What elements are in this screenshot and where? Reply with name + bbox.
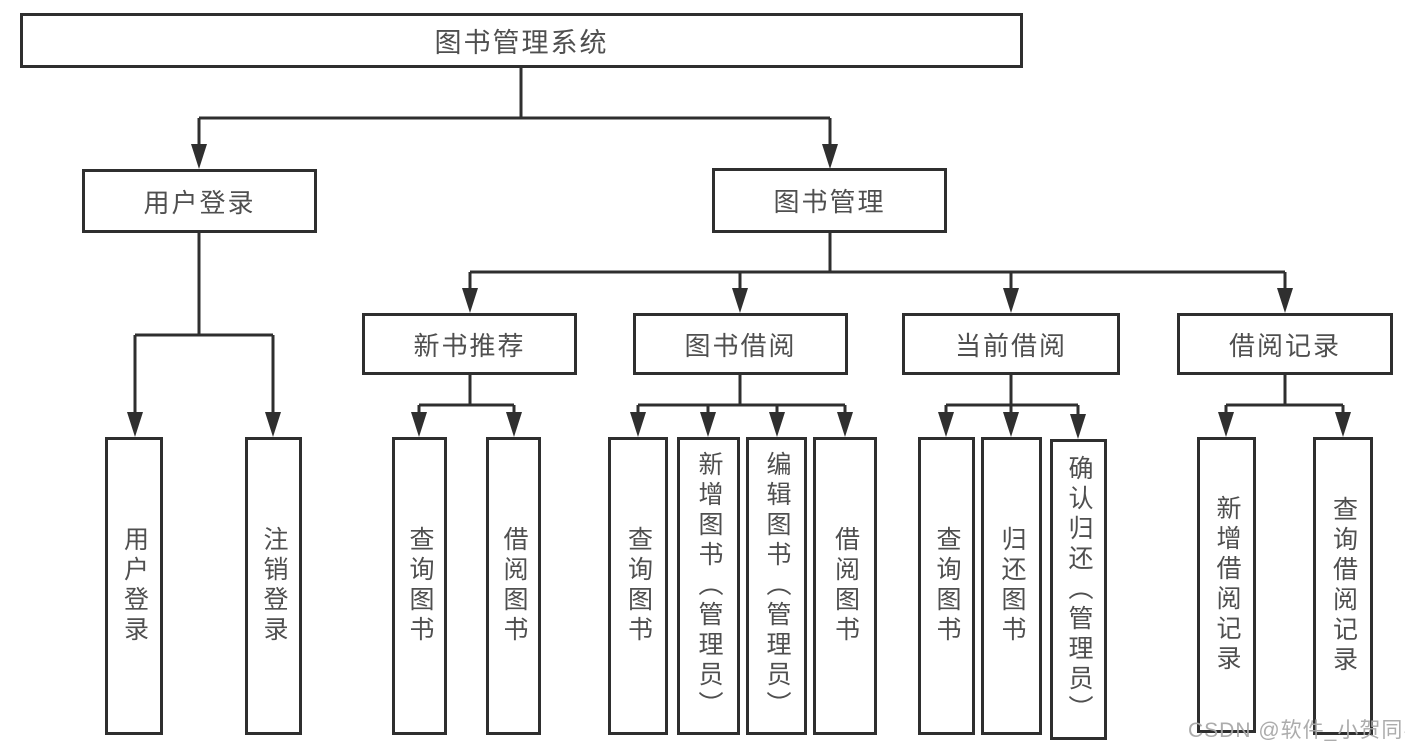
leaf-query-books-current: 查询图书 (918, 437, 975, 735)
leaf-user-login-label: 用户登录 (120, 526, 149, 646)
leaf-query-borrow-record: 查询借阅记录 (1313, 437, 1373, 735)
node-library-system: 图书管理系统 (20, 13, 1023, 68)
leaf-query-books-current-label: 查询图书 (933, 526, 961, 646)
leaf-confirm-return-admin: 确认归还（管理员） (1050, 439, 1107, 740)
leaf-query-books-borrowing: 查询图书 (608, 437, 668, 735)
leaf-confirm-return-admin-label: 确认归还（管理员） (1065, 454, 1093, 725)
node-new-book-recommend: 新书推荐 (362, 313, 577, 375)
node-borrow-records: 借阅记录 (1177, 313, 1393, 375)
node-book-borrowing: 图书借阅 (633, 313, 848, 375)
node-current-borrowing-label: 当前借阅 (954, 330, 1067, 361)
node-book-management: 图书管理 (712, 168, 947, 233)
leaf-borrow-books-recommend: 借阅图书 (486, 437, 541, 735)
leaf-add-borrow-record-label: 新增借阅记录 (1213, 495, 1241, 675)
leaf-add-books-admin-label: 新增图书（管理员） (695, 451, 723, 721)
arrowheads (127, 144, 1351, 439)
node-user-login: 用户登录 (82, 169, 317, 233)
node-library-system-label: 图书管理系统 (434, 28, 609, 58)
leaf-logout: 注销登录 (245, 437, 302, 735)
node-current-borrowing: 当前借阅 (902, 313, 1120, 375)
leaf-logout-label: 注销登录 (260, 526, 288, 646)
leaf-borrow-books-borrowing-label: 借阅图书 (831, 526, 860, 646)
node-user-login-label: 用户登录 (143, 187, 256, 218)
leaf-add-borrow-record: 新增借阅记录 (1197, 437, 1256, 733)
tree-edges (133, 68, 1345, 420)
leaf-add-books-admin: 新增图书（管理员） (677, 437, 740, 735)
leaf-return-books: 归还图书 (981, 437, 1042, 735)
node-borrow-records-label: 借阅记录 (1228, 330, 1341, 361)
leaf-borrow-books-recommend-label: 借阅图书 (500, 526, 528, 646)
leaf-query-books-borrowing-label: 查询图书 (624, 526, 653, 646)
leaf-query-borrow-record-label: 查询借阅记录 (1329, 496, 1358, 676)
leaf-edit-books-admin: 编辑图书（管理员） (746, 437, 807, 735)
leaf-query-books-recommend: 查询图书 (392, 437, 447, 735)
csdn-watermark: CSDN @软件_小贺同学 (1188, 719, 1405, 742)
leaf-user-login: 用户登录 (105, 437, 163, 735)
leaf-borrow-books-borrowing: 借阅图书 (813, 437, 877, 735)
node-new-book-recommend-label: 新书推荐 (413, 330, 526, 361)
leaf-return-books-label: 归还图书 (998, 526, 1026, 646)
node-book-management-label: 图书管理 (773, 187, 886, 217)
node-book-borrowing-label: 图书借阅 (684, 330, 797, 361)
leaf-edit-books-admin-label: 编辑图书（管理员） (763, 451, 791, 721)
leaf-query-books-recommend-label: 查询图书 (406, 526, 434, 646)
